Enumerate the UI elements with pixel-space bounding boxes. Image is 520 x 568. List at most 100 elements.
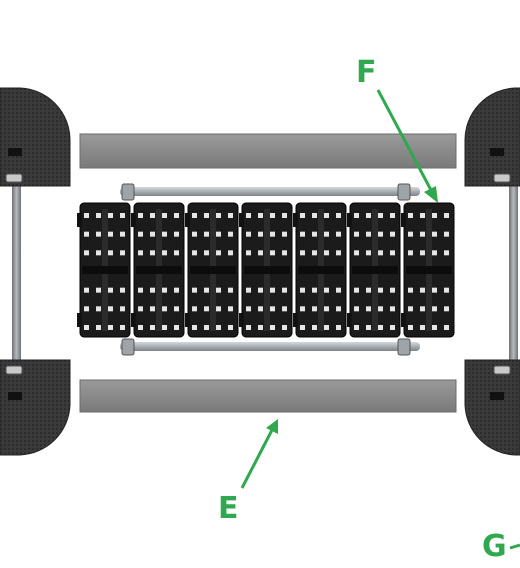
belt-hole <box>162 213 167 218</box>
belt-hole <box>192 213 197 218</box>
belt-hole <box>270 213 275 218</box>
belt-hole <box>420 306 425 312</box>
belt-hole <box>270 231 275 237</box>
belt-hole <box>138 287 143 293</box>
belt-hole <box>192 325 197 330</box>
belt-hole <box>366 325 371 330</box>
belt-hole <box>282 213 287 218</box>
belt-hole <box>300 250 305 256</box>
belt-hole <box>336 325 341 330</box>
belt-hole <box>246 306 251 312</box>
belt-hole <box>162 250 167 256</box>
belt-hole <box>312 231 317 237</box>
belt-hole <box>246 231 251 237</box>
right-wheel-assembly <box>464 87 520 456</box>
belt-hole <box>84 250 89 256</box>
callout-f-arrow-line <box>376 89 434 193</box>
belt-hole <box>444 325 449 330</box>
belt-hole <box>150 306 155 312</box>
belt-hole <box>192 231 197 237</box>
belt-hole <box>204 250 209 256</box>
belt-hole <box>216 306 221 312</box>
belt-hole <box>366 231 371 237</box>
belt-hole <box>216 250 221 256</box>
belt-hole <box>96 213 101 218</box>
belt-hole <box>324 231 329 237</box>
belt-hole <box>192 287 197 293</box>
belt-hole <box>408 231 413 237</box>
belt-hole <box>432 325 437 330</box>
belt-hole <box>216 325 221 330</box>
belt-hole <box>96 306 101 312</box>
belt-hole <box>162 287 167 293</box>
belt-hole <box>270 250 275 256</box>
belt-hole <box>246 325 251 330</box>
right-bottom-clip <box>493 365 511 375</box>
belt-hole <box>138 325 143 330</box>
belt-hole <box>432 306 437 312</box>
belt-hole <box>228 325 233 330</box>
belt-segment <box>131 202 185 338</box>
belt-hole <box>378 306 383 312</box>
belt-hole <box>174 231 179 237</box>
belt-hole <box>366 250 371 256</box>
belt-hole <box>258 325 263 330</box>
belt-hole <box>174 287 179 293</box>
belt-hole <box>300 325 305 330</box>
belt-hole <box>324 325 329 330</box>
callout-f-label: F <box>356 55 377 90</box>
belt-hole <box>378 231 383 237</box>
belt-hole <box>282 287 287 293</box>
belt-hole <box>84 306 89 312</box>
belt-hole <box>192 306 197 312</box>
callout-f-arrowhead <box>424 186 438 203</box>
belt-hole <box>216 213 221 218</box>
belt-hole <box>150 250 155 256</box>
belt-hole <box>420 325 425 330</box>
belt-hole <box>390 306 395 312</box>
belt-hole <box>228 306 233 312</box>
belt-hole <box>282 325 287 330</box>
belt-hole <box>336 287 341 293</box>
belt-hole <box>408 306 413 312</box>
belt-hole <box>204 306 209 312</box>
belt-hole <box>138 250 143 256</box>
belt-hole <box>228 231 233 237</box>
callout-g: G <box>482 529 520 564</box>
belt-hole <box>282 306 287 312</box>
belt-hole <box>300 287 305 293</box>
belt-hole <box>258 306 263 312</box>
callout-f: F <box>356 55 438 203</box>
belt-hole <box>120 306 125 312</box>
belt-hole <box>336 306 341 312</box>
rod-bracket-bottom-right <box>397 338 411 356</box>
belt-hole <box>150 287 155 293</box>
right-bottom-hub <box>464 359 520 456</box>
left-bottom-hub <box>0 359 71 456</box>
belt-hole <box>420 250 425 256</box>
belt-hole <box>84 231 89 237</box>
belt-segment <box>293 202 347 338</box>
rod-bracket-bottom-left <box>121 338 135 356</box>
right-top-clip <box>493 173 511 183</box>
belt-hole <box>150 213 155 218</box>
belt-hole <box>336 250 341 256</box>
belt-hole <box>390 325 395 330</box>
callout-g-label: G <box>482 529 507 564</box>
belt-hole <box>270 287 275 293</box>
belt-hole <box>108 325 113 330</box>
callout-g-arrow-line <box>509 543 520 550</box>
belt-hole <box>270 306 275 312</box>
belt-hole <box>162 306 167 312</box>
belt-hole <box>390 213 395 218</box>
belt-hole <box>444 250 449 256</box>
belt-hole <box>96 250 101 256</box>
belt-hole <box>324 250 329 256</box>
belt-hole <box>108 213 113 218</box>
belt-hole <box>408 325 413 330</box>
belt-segment <box>401 202 455 338</box>
belt-segment <box>347 202 401 338</box>
bottom-rod <box>120 342 420 351</box>
belt-hole <box>432 287 437 293</box>
belt-segment <box>239 202 293 338</box>
